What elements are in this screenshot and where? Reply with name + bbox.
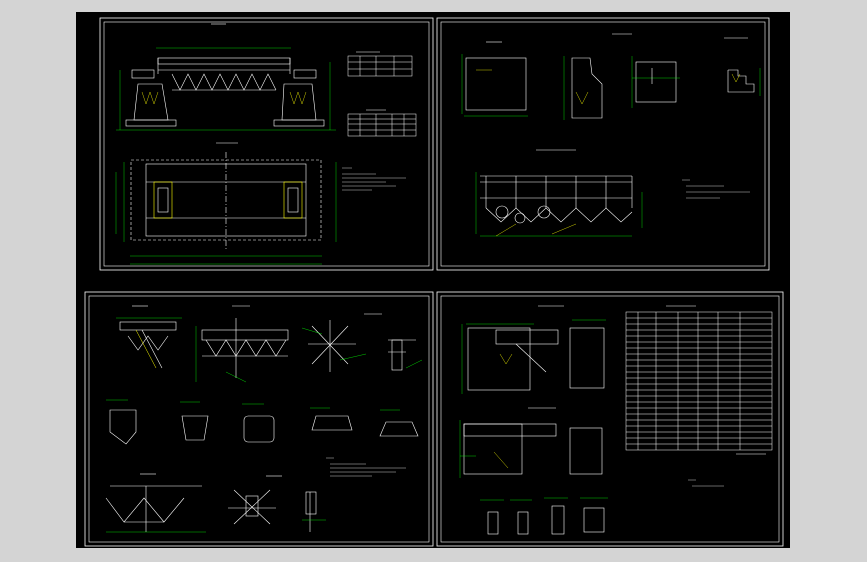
sheet-1-table-1a (347, 51, 413, 77)
sheet-3[interactable] (84, 291, 434, 547)
sheet-3-inner-frame (88, 295, 430, 543)
sheet-2-outer-frame (436, 17, 770, 271)
sheet-1-plan-view (115, 142, 337, 265)
sheet-2-detail-1 (563, 33, 632, 120)
sheet-2-railing-elevation (475, 149, 643, 237)
sheet-3-section-3 (301, 313, 382, 372)
sheet-4-plan-detail-2 (459, 407, 603, 478)
sheet-3-section-2 (195, 305, 289, 383)
sheet-2-inner-frame (440, 21, 766, 267)
sheet-4[interactable] (436, 291, 784, 547)
sheet-1-outer-frame (99, 17, 434, 271)
sheet-4-inner-frame (440, 295, 780, 543)
sheet-4-outer-frame (436, 291, 784, 547)
sheet-1-notes (342, 167, 406, 191)
sheet-4-quantity-table (625, 305, 773, 455)
sheet-3-section-1 (116, 305, 182, 369)
sheet-3-outer-frame (84, 291, 434, 547)
sheet-3-notes (326, 457, 406, 477)
sheet-4-plan-detail-1 (461, 305, 606, 394)
sheet-3-section-bottom-1 (105, 473, 206, 533)
sheet-4-component-shapes (480, 497, 608, 535)
cad-drawing-canvas[interactable] (76, 12, 790, 548)
sheet-2-detail-2 (631, 56, 680, 108)
sheet-2-detail-3 (724, 37, 761, 96)
sheet-4-note-marker (688, 479, 724, 487)
sheet-1[interactable] (99, 17, 434, 271)
sheet-3-shape-details (106, 399, 419, 445)
sheet-3-joint-detail (388, 339, 423, 371)
sheet-1-table-1b (347, 109, 417, 137)
drawing-viewport[interactable] (76, 12, 790, 548)
sheet-2-section-a (461, 41, 528, 117)
sheet-1-inner-frame (103, 21, 430, 267)
sheet-3-section-bottom-2 (228, 475, 326, 532)
sheet-2[interactable] (436, 17, 770, 271)
sheet-1-elevation-view (116, 23, 336, 131)
sheet-2-notes (682, 179, 750, 199)
